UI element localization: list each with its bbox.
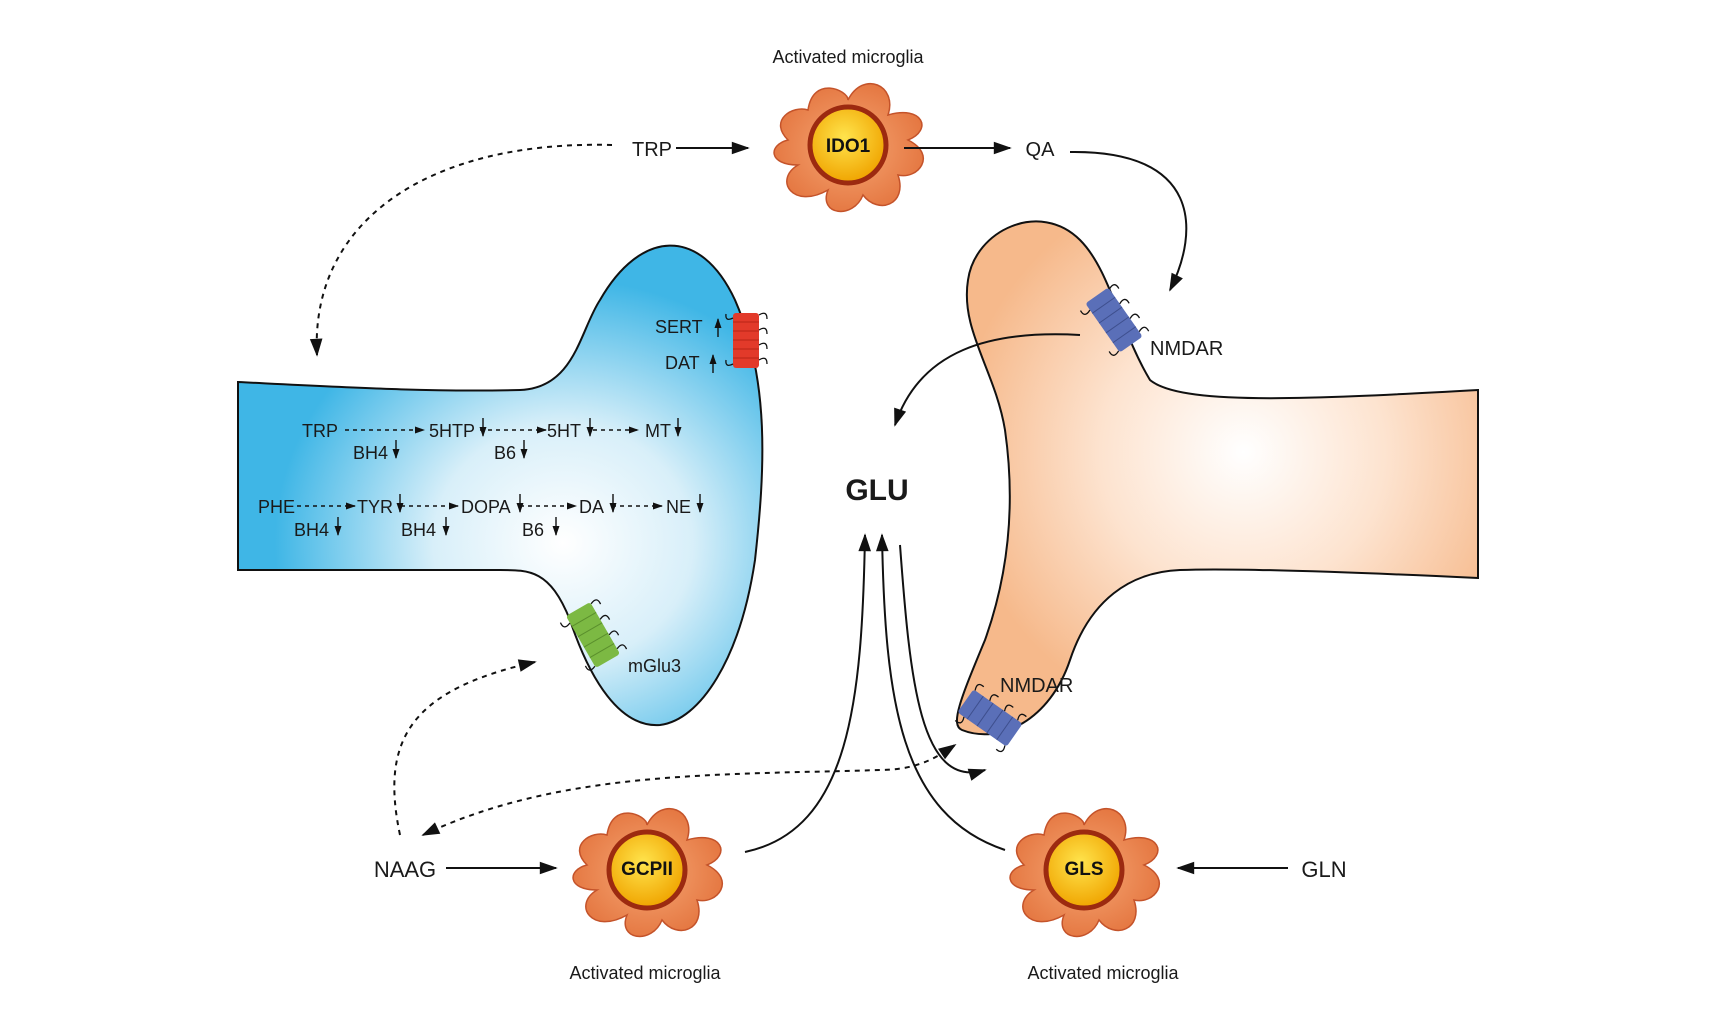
gls-label: GLS <box>1064 859 1103 880</box>
cofactor-b6-1: B6 <box>494 443 516 463</box>
pathway-da: DA <box>579 497 604 517</box>
nmdar-receptor-bottom <box>954 683 1027 753</box>
cofactor-bh4-1: BH4 <box>353 443 388 463</box>
arrow-naag-to-mglu3 <box>393 659 537 836</box>
regulation-arrows <box>334 318 722 536</box>
arrow-trp-to-presynaptic <box>309 143 613 357</box>
cofactor-bh4-3: BH4 <box>401 520 436 540</box>
microglia-cell-bottom-right <box>1009 807 1160 937</box>
trp-label-top: TRP <box>632 139 672 161</box>
pathway-tyr: TYR <box>357 497 393 517</box>
cofactor-b6-2: B6 <box>522 520 544 540</box>
microglia-cell-top <box>773 82 924 212</box>
presynaptic-terminal <box>237 244 764 727</box>
sert-label: SERT <box>655 317 703 337</box>
sert-dat-transporter <box>725 312 768 368</box>
pathway-dopa: DOPA <box>461 497 511 517</box>
arrow-glu-to-nmdar <box>899 544 987 781</box>
ido1-label: IDO1 <box>826 136 871 157</box>
pathway-5ht: 5HT <box>547 421 581 441</box>
nmdar-label-top: NMDAR <box>1150 338 1223 360</box>
gln-label: GLN <box>1301 857 1346 882</box>
microglia-label-bottom-right: Activated microglia <box>1027 963 1179 983</box>
naag-label: NAAG <box>374 857 436 882</box>
pathway-trp: TRP <box>302 421 338 441</box>
pathway-ne: NE <box>666 497 691 517</box>
pathway-phe: PHE <box>258 497 295 517</box>
nmdar-receptor-top <box>1079 284 1150 356</box>
pathway-mt: MT <box>645 421 671 441</box>
arrow-gcpii-to-glu <box>744 533 872 853</box>
postsynaptic-dendrite <box>955 220 1479 736</box>
microglia-label-bottom-left: Activated microglia <box>569 963 721 983</box>
nmdar-label-bottom: NMDAR <box>1000 675 1073 697</box>
glu-label: GLU <box>845 474 908 507</box>
pathway-5htp: 5HTP <box>429 421 475 441</box>
arrow-qa-to-nmdar <box>1069 150 1188 292</box>
arrow-nmdar-to-glu <box>894 333 1081 427</box>
gcpii-label: GCPII <box>621 859 673 880</box>
mglu3-label: mGlu3 <box>628 656 681 676</box>
cofactor-bh4-2: BH4 <box>294 520 329 540</box>
arrow-naag-nmdar <box>421 744 957 836</box>
arrow-gls-to-glu <box>875 533 1006 851</box>
qa-label: QA <box>1026 139 1056 161</box>
dat-label: DAT <box>665 353 700 373</box>
microglia-cell-bottom-left <box>572 807 723 937</box>
mglu3-receptor <box>559 599 628 671</box>
microglia-label-top: Activated microglia <box>772 47 924 67</box>
